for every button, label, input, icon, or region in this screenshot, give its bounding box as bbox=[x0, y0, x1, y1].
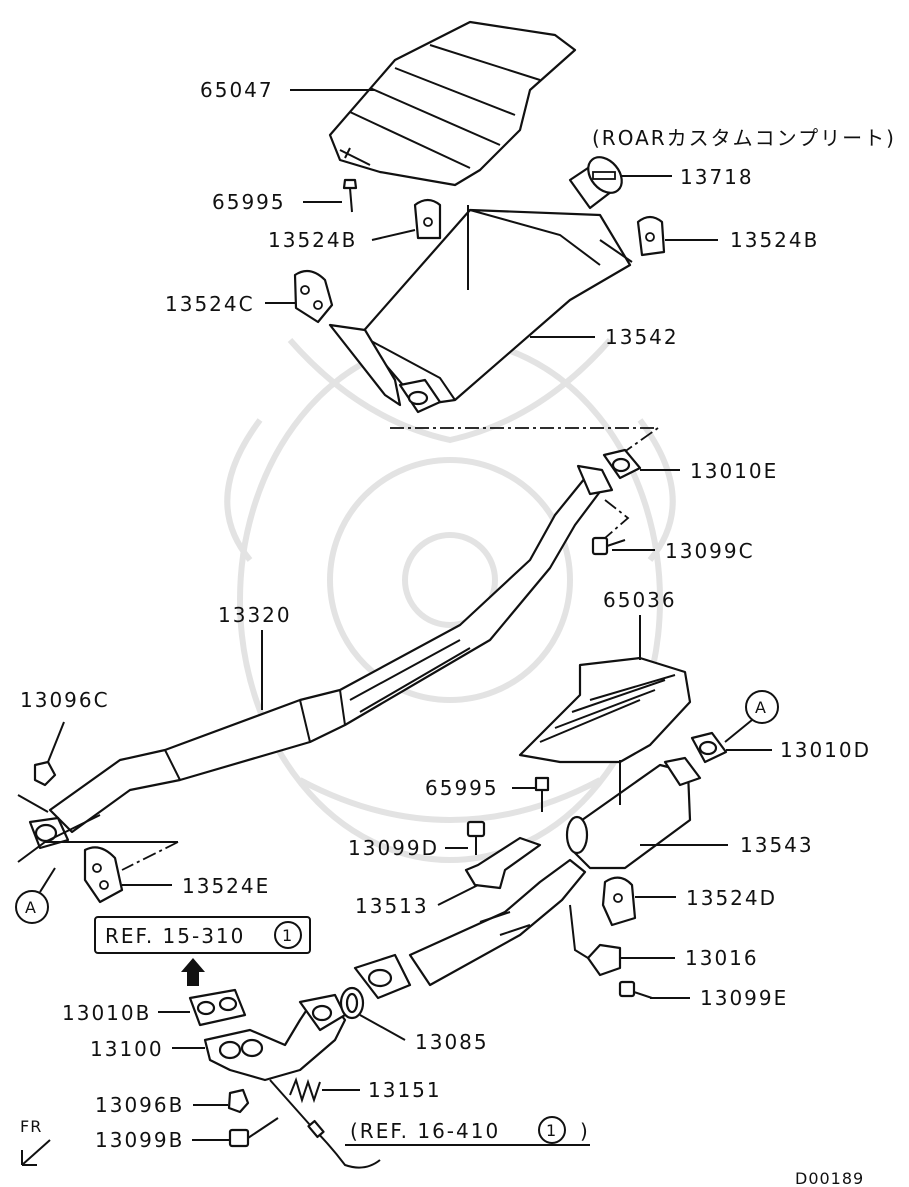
label-13010E: 13010E bbox=[690, 459, 778, 483]
ref-arrow-icon bbox=[181, 958, 205, 986]
bolt-65995-mid[interactable] bbox=[534, 776, 550, 812]
o2-sensor-wire[interactable] bbox=[269, 1079, 381, 1169]
tail-pipe-tip-13718[interactable] bbox=[568, 151, 629, 210]
front-direction-indicator: FR bbox=[20, 1117, 51, 1166]
label-13100: 13100 bbox=[90, 1037, 164, 1061]
gasket-ring-13085[interactable] bbox=[339, 986, 365, 1020]
hanger-13524E[interactable] bbox=[83, 846, 124, 904]
ref-circle-a-top: A bbox=[724, 690, 779, 743]
svg-text:(REF. 16-410: (REF. 16-410 bbox=[350, 1119, 500, 1143]
bolt-13099C[interactable] bbox=[591, 536, 626, 556]
label-13151: 13151 bbox=[368, 1078, 442, 1102]
label-13524D: 13524D bbox=[686, 886, 777, 910]
label-13099D: 13099D bbox=[348, 836, 439, 860]
svg-text:1: 1 bbox=[282, 926, 293, 945]
arrow-down-left-icon bbox=[21, 1139, 51, 1166]
gasket-13010B[interactable] bbox=[188, 988, 247, 1027]
label-13096B: 13096B bbox=[95, 1093, 184, 1117]
label-13524C: 13524C bbox=[165, 292, 255, 316]
spring-13151[interactable] bbox=[289, 1076, 321, 1104]
hanger-13524D[interactable] bbox=[601, 876, 637, 927]
alignment-dash-line-top bbox=[390, 427, 661, 456]
nut-13096C[interactable] bbox=[33, 760, 57, 787]
svg-text:A: A bbox=[25, 898, 37, 917]
nut-13096B[interactable] bbox=[227, 1088, 250, 1114]
svg-text:1: 1 bbox=[546, 1121, 557, 1140]
svg-text:REF. 15-310: REF. 15-310 bbox=[105, 924, 245, 948]
label-13085: 13085 bbox=[415, 1030, 489, 1054]
leader-13524B-left bbox=[371, 229, 416, 241]
label-13010D: 13010D bbox=[780, 738, 871, 762]
label-13513: 13513 bbox=[355, 894, 429, 918]
label-13096C: 13096C bbox=[20, 688, 110, 712]
label-13099C: 13099C bbox=[665, 539, 755, 563]
bracket-13513[interactable] bbox=[464, 836, 542, 890]
alignment-lines-left bbox=[17, 794, 178, 863]
label-13099E: 13099E bbox=[700, 986, 788, 1010]
hanger-13524B-left[interactable] bbox=[413, 198, 442, 240]
heat-shield-65047[interactable] bbox=[328, 20, 577, 187]
bolt-13099B[interactable] bbox=[228, 1117, 279, 1148]
muffler-13542[interactable] bbox=[328, 208, 633, 414]
label-roar-note: (ROARカスタムコンプリート) bbox=[592, 126, 896, 150]
label-13320: 13320 bbox=[218, 603, 292, 627]
gasket-13010E[interactable] bbox=[602, 448, 642, 480]
label-13524B-left: 13524B bbox=[268, 228, 357, 252]
front-pipe-13100[interactable] bbox=[203, 993, 347, 1082]
label-13524E: 13524E bbox=[182, 874, 270, 898]
alignment-dash-13524E bbox=[121, 841, 179, 871]
hanger-13524C[interactable] bbox=[293, 269, 334, 324]
heat-shield-65036[interactable] bbox=[518, 656, 692, 764]
bolt-13099E[interactable] bbox=[618, 980, 653, 999]
bracket-13016[interactable] bbox=[586, 943, 622, 977]
label-13718: 13718 bbox=[680, 165, 754, 189]
label-13016: 13016 bbox=[685, 946, 759, 970]
leader-13016-upper bbox=[569, 904, 589, 959]
label-13524B-right: 13524B bbox=[730, 228, 819, 252]
svg-text:FR: FR bbox=[20, 1117, 42, 1136]
bolt-65995-top[interactable] bbox=[342, 178, 358, 213]
label-13099B: 13099B bbox=[95, 1128, 184, 1152]
center-pipe-13320[interactable] bbox=[28, 464, 614, 850]
label-65995-top: 65995 bbox=[212, 190, 286, 214]
label-13010B: 13010B bbox=[62, 1001, 151, 1025]
pre-muffler-13543[interactable] bbox=[565, 756, 702, 870]
label-13543: 13543 bbox=[740, 833, 814, 857]
ref-circle-a-bottom: A bbox=[15, 867, 56, 924]
label-13542: 13542 bbox=[605, 325, 679, 349]
bolt-13099D[interactable] bbox=[466, 820, 486, 855]
label-65995-mid: 65995 bbox=[425, 776, 499, 800]
svg-text:A: A bbox=[755, 698, 767, 717]
alignment-dash-13099C bbox=[604, 499, 630, 539]
leader-13085 bbox=[359, 1014, 406, 1041]
diagram-code: D00189 bbox=[795, 1169, 864, 1187]
label-65036: 65036 bbox=[603, 588, 677, 612]
leader-13096C bbox=[47, 721, 65, 763]
gasket-13010D[interactable] bbox=[690, 731, 728, 764]
ref-15-310-box[interactable]: REF. 15-310 1 bbox=[94, 916, 311, 954]
ref-16-410[interactable]: (REF. 16-410 1 ) bbox=[345, 1116, 590, 1146]
front-pipe-mid[interactable] bbox=[353, 858, 587, 1000]
leader-13513 bbox=[437, 884, 479, 906]
hanger-13524B-right[interactable] bbox=[636, 215, 666, 257]
label-65047: 65047 bbox=[200, 78, 274, 102]
svg-text:): ) bbox=[580, 1119, 590, 1143]
